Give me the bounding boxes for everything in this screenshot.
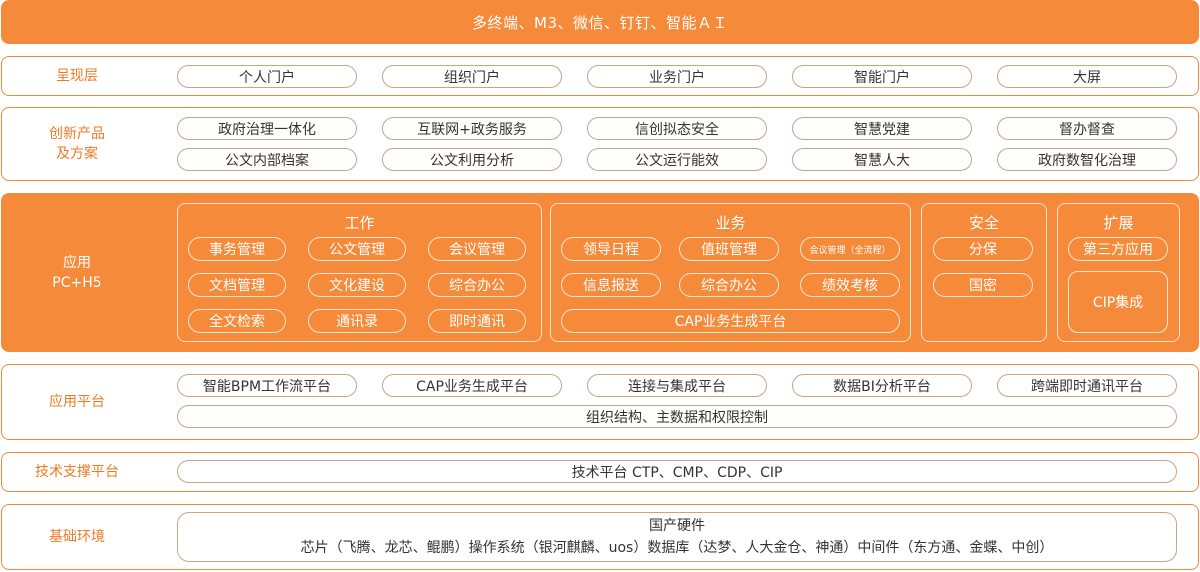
product-item: 督办督查 (997, 117, 1177, 140)
portal-smart: 智能门户 (792, 65, 972, 88)
security-item: 分保 (933, 237, 1033, 261)
work-item: 通讯录 (308, 309, 406, 333)
work-item: 综合办公 (428, 273, 526, 297)
presentation-layer-label: 呈现层 (56, 68, 98, 84)
work-group-title: 工作 (344, 214, 375, 232)
work-item: 文化建设 (308, 273, 406, 297)
platform-item: CAP业务生成平台 (382, 374, 562, 397)
product-item: 智慧人大 (792, 148, 972, 171)
platform-item: 跨端即时通讯平台 (997, 374, 1177, 397)
security-item: 国密 (933, 273, 1033, 297)
terminals-bar: 多终端、M3、微信、钉钉、智能ＡＩ (1, 0, 1199, 44)
product-item: 政府数智化治理 (997, 148, 1177, 171)
domestic-hardware-details: 芯片（飞腾、龙芯、鲲鹏）操作系统（银河麒麟、uos）数据库（达梦、人大金仓、神通… (300, 540, 1054, 556)
org-master-data-permissions: 组织结构、主数据和权限控制 (177, 405, 1177, 428)
app-platform-layer: 应用平台 智能BPM工作流平台 CAP业务生成平台 连接与集成平台 数据BI分析… (1, 364, 1199, 440)
business-item: 值班管理 (679, 237, 779, 261)
product-item: 公文利用分析 (382, 148, 562, 171)
work-item: 即时通讯 (428, 309, 526, 333)
business-item: 领导日程 (561, 237, 661, 261)
business-item: 信息报送 (561, 273, 661, 297)
business-item: 会议管理（全流程） (800, 237, 900, 261)
innovation-products-layer: 创新产品 及方案 政府治理一体化 互联网+政务服务 信创拟态安全 智慧党建 督办… (1, 107, 1199, 181)
business-item: 综合办公 (679, 273, 779, 297)
work-item: 文档管理 (188, 273, 286, 297)
innovation-products-label-line2: 及方案 (56, 146, 98, 162)
portal-personal: 个人门户 (177, 65, 357, 88)
business-group: 业务 领导日程 值班管理 会议管理（全流程） 信息报送 综合办公 绩效考核 CA… (550, 203, 911, 342)
product-item: 智慧党建 (792, 117, 972, 140)
product-item: 互联网+政务服务 (382, 117, 562, 140)
applications-label: 应用 PC+H5 (2, 194, 152, 351)
app-platform-label: 应用平台 (49, 394, 105, 410)
innovation-products-label-line1: 创新产品 (49, 126, 105, 142)
portal-big-screen: 大屏 (997, 65, 1177, 88)
work-group: 工作 事务管理 公文管理 会议管理 文档管理 文化建设 综合办公 全文检索 通讯… (177, 203, 542, 342)
product-item: 公文内部档案 (177, 148, 357, 171)
domestic-hardware-title: 国产硬件 (649, 518, 705, 534)
platform-item: 智能BPM工作流平台 (177, 374, 357, 397)
portal-business: 业务门户 (587, 65, 767, 88)
applications-label-line2: PC+H5 (52, 274, 102, 291)
tech-platform-item: 技术平台 CTP、CMP、CDP、CIP (177, 460, 1177, 483)
business-item: 绩效考核 (800, 273, 900, 297)
innovation-products-label: 创新产品 及方案 (2, 108, 152, 180)
security-group: 安全 分保 国密 (921, 203, 1047, 342)
platform-item: 数据BI分析平台 (792, 374, 972, 397)
work-item: 会议管理 (428, 237, 526, 261)
cip-integration-box: CIP集成 (1068, 271, 1168, 333)
presentation-layer: 呈现层 个人门户 组织门户 业务门户 智能门户 大屏 (1, 56, 1199, 96)
work-item: 事务管理 (188, 237, 286, 261)
extension-group-title: 扩展 (1103, 214, 1134, 232)
business-group-title: 业务 (715, 214, 746, 232)
product-item: 信创拟态安全 (587, 117, 767, 140)
domestic-hardware-box: 国产硬件 芯片（飞腾、龙芯、鲲鹏）操作系统（银河麒麟、uos）数据库（达梦、人大… (177, 512, 1177, 562)
product-item: 政府治理一体化 (177, 117, 357, 140)
platform-item: 连接与集成平台 (587, 374, 767, 397)
applications-label-line1: 应用 (63, 254, 91, 271)
security-group-title: 安全 (968, 214, 999, 232)
infrastructure-label: 基础环境 (49, 529, 105, 545)
cap-business-platform: CAP业务生成平台 (561, 309, 900, 333)
tech-platform-layer: 技术支撑平台 技术平台 CTP、CMP、CDP、CIP (1, 452, 1199, 492)
product-item: 公文运行能效 (587, 148, 767, 171)
work-item: 公文管理 (308, 237, 406, 261)
extension-item: 第三方应用 (1068, 237, 1168, 261)
applications-layer: 应用 PC+H5 工作 事务管理 公文管理 会议管理 文档管理 文化建设 综合办… (1, 193, 1199, 352)
extension-group: 扩展 第三方应用 CIP集成 (1057, 203, 1180, 342)
portal-organization: 组织门户 (382, 65, 562, 88)
tech-platform-label: 技术支撑平台 (35, 464, 119, 480)
infrastructure-layer: 基础环境 国产硬件 芯片（飞腾、龙芯、鲲鹏）操作系统（银河麒麟、uos）数据库（… (1, 504, 1199, 570)
work-item: 全文检索 (188, 309, 286, 333)
